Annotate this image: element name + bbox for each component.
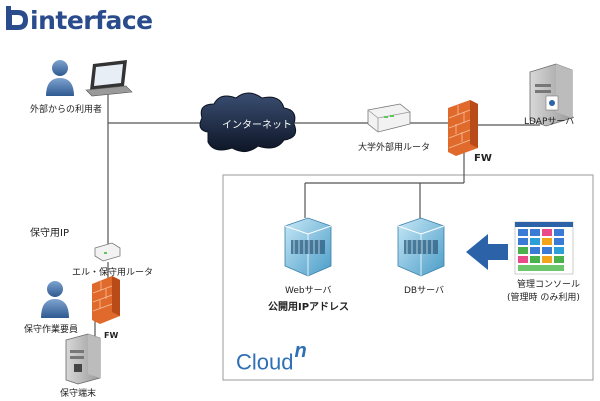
web-server-icon xyxy=(284,217,332,277)
internet-cloud-icon xyxy=(199,92,297,152)
cloudn-brand-text: Cloud xyxy=(236,349,294,375)
firewall-top-icon xyxy=(448,100,478,156)
maintenance-terminal-label: 保守端末 xyxy=(60,389,97,399)
cloudn-logo: Cloudn xyxy=(236,340,307,375)
external-user-label: 外部からの利用者 xyxy=(30,105,103,115)
internet-label: インターネット xyxy=(222,120,292,131)
logo-text: interface xyxy=(30,5,153,35)
public-ip-label: 公開用IPアドレス xyxy=(268,302,350,313)
external-user-icon xyxy=(46,60,74,96)
laptop-icon xyxy=(85,60,133,97)
admin-arrow-icon xyxy=(466,234,508,270)
maintenance-staff-label: 保守作業要員 xyxy=(24,325,79,335)
fw-bottom-label: FW xyxy=(104,331,119,340)
maintenance-terminal-icon xyxy=(65,333,101,385)
logo-mark-icon xyxy=(6,6,28,30)
cloud-service-boundary xyxy=(222,174,594,381)
connection-lines xyxy=(94,91,540,336)
interface-logo: interface xyxy=(4,4,153,36)
fw-top-label: FW xyxy=(474,153,492,164)
maintenance-staff-icon xyxy=(41,281,69,318)
university-router-label: 大学外部用ルータ xyxy=(358,143,431,153)
admin-console-note: (管理時 のみ利用) xyxy=(507,293,580,303)
admin-console-label: 管理コンソール xyxy=(517,280,581,290)
admin-console-thumbnail xyxy=(514,221,574,275)
db-server-icon xyxy=(397,217,445,277)
maintenance-ip-label: 保守用IP xyxy=(30,228,69,239)
web-server-label: Webサーバ xyxy=(285,286,332,296)
ldap-server-label: LDAPサーバ xyxy=(524,117,575,127)
db-server-label: DBサーバ xyxy=(404,286,445,296)
cloudn-brand-suffix: n xyxy=(294,340,307,362)
ldap-server-icon xyxy=(529,63,573,127)
firewall-bottom-icon xyxy=(92,276,120,324)
university-router-icon xyxy=(367,103,411,133)
maintenance-router-label: エル・保守用ルータ xyxy=(72,268,154,278)
maintenance-router-icon xyxy=(94,242,121,262)
